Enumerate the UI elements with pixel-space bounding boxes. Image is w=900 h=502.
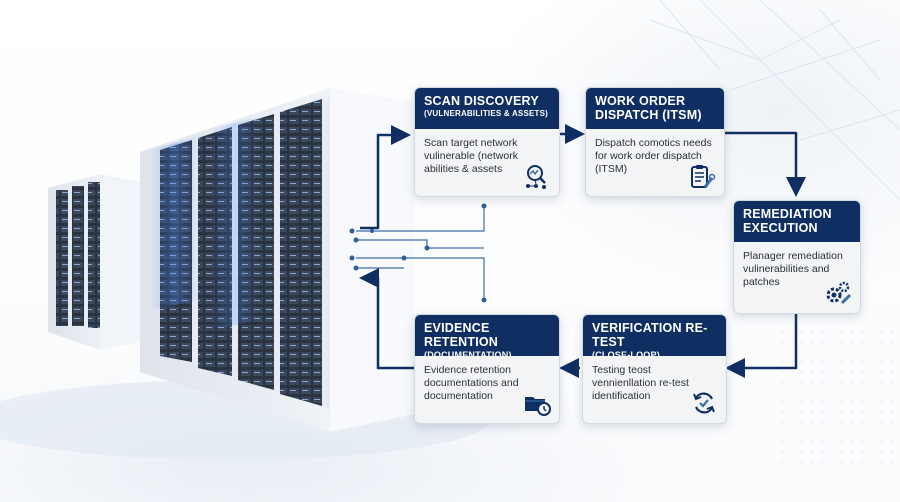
decorative-dot-grid <box>780 330 900 480</box>
gears-icon <box>826 281 852 305</box>
refresh-check-icon <box>693 392 715 414</box>
card-description: Dispatch comotics needs for work order d… <box>595 137 712 175</box>
connector-nodes <box>349 203 487 303</box>
card-header: EVIDENCE RETENTION (DOCUMENTATION) <box>415 315 559 360</box>
card-header: VERIFICATION RE-TEST (CLOSE-LOOP) <box>583 315 726 360</box>
card-header: SCAN DISCOVERY (VULNERABILITIES & ASSETS… <box>415 88 559 129</box>
arrow-workorder-to-remediation <box>724 131 806 197</box>
card-title: VERIFICATION RE-TEST <box>592 321 708 349</box>
arrow-to-scan <box>360 125 411 230</box>
card-work-order-dispatch: WORK ORDER DISPATCH (ITSM) Dispatch como… <box>585 87 725 197</box>
card-header: REMEDIATION EXECUTION <box>734 201 860 242</box>
clipboard-wrench-icon <box>691 165 716 188</box>
folder-clock-icon <box>525 397 551 416</box>
card-header: WORK ORDER DISPATCH (ITSM) <box>586 88 724 129</box>
flow-arrows <box>359 124 806 378</box>
card-description: Testing teost vennienllation re-test ide… <box>592 364 689 402</box>
arrow-evidence-to-rack <box>359 268 414 370</box>
card-title: REMEDIATION EXECUTION <box>743 207 832 235</box>
network-scan-icon <box>526 165 546 189</box>
card-description: Planager remediation vulinerabilities an… <box>743 250 843 288</box>
card-verification-retest: VERIFICATION RE-TEST (CLOSE-LOOP) Testin… <box>582 314 727 424</box>
card-remediation-execution: REMEDIATION EXECUTION Planager remediati… <box>733 200 861 314</box>
card-description: Scan target network vulinerable (network… <box>424 137 518 175</box>
card-subtitle: (DOCUMENTATION) <box>424 350 512 360</box>
card-subtitle: (CLOSE-LOOP) <box>592 350 660 360</box>
decorative-network-lines <box>649 0 900 201</box>
server-rack-back <box>48 174 140 350</box>
card-scan-discovery: SCAN DISCOVERY (VULNERABILITIES & ASSETS… <box>414 87 560 197</box>
card-evidence-retention: EVIDENCE RETENTION (DOCUMENTATION) Evide… <box>414 314 560 424</box>
card-subtitle: (VULNERABILITIES & ASSETS) <box>424 109 549 118</box>
server-rack-main <box>140 88 414 432</box>
card-title: SCAN DISCOVERY <box>424 94 539 108</box>
card-title: EVIDENCE RETENTION <box>424 321 499 349</box>
card-title: WORK ORDER DISPATCH (ITSM) <box>595 94 702 122</box>
card-description: Evidence retention documentations and do… <box>424 364 519 402</box>
connector-lines <box>356 206 485 300</box>
arrow-remediation-to-verification <box>725 312 798 378</box>
